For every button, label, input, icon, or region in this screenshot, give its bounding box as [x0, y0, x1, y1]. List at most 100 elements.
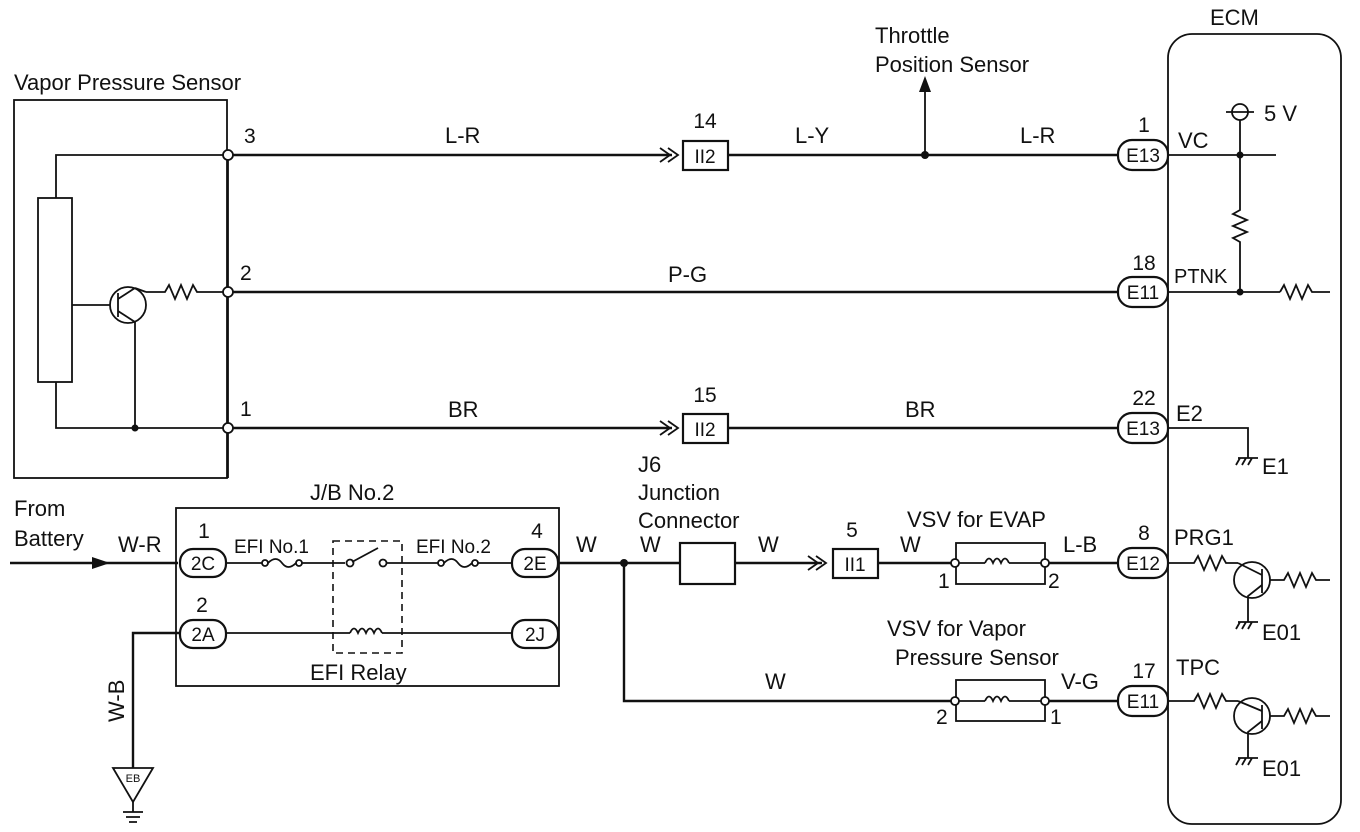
vsv-evap-label: VSV for EVAP [907, 507, 1046, 532]
voltage-label: 5 V [1264, 101, 1297, 126]
wire-color-label: W [640, 532, 661, 557]
wire-color-label: BR [448, 397, 479, 422]
connector-label: II1 [844, 555, 865, 576]
terminal-label: E2 [1176, 401, 1203, 426]
relay-label: EFI Relay [310, 660, 407, 685]
vsv-feed: W W J6 Junction Connector W II1 5 W VSV … [558, 452, 1118, 729]
wire-color-label: W [900, 532, 921, 557]
resistor-icon [146, 282, 228, 302]
connector-arrow-icon [659, 420, 680, 436]
wire-color-label: L-Y [795, 123, 830, 148]
pin-label: 2 [240, 262, 252, 285]
wire-color-label: W-B [104, 680, 129, 722]
fuse-label: EFI No.2 [416, 537, 491, 558]
j6-label: J6 [638, 452, 661, 477]
terminal-1 [222, 422, 234, 434]
connector-label: E13 [1126, 146, 1160, 167]
pin-label: 1 [1138, 114, 1150, 137]
wire-color-label: L-R [445, 123, 480, 148]
jb-box [175, 507, 560, 687]
pin-label: 4 [531, 520, 543, 543]
terminal-label: E01 [1262, 620, 1301, 645]
connector-label: 2J [525, 625, 545, 646]
ground-label: EB [126, 773, 141, 785]
relay-outline [332, 540, 403, 654]
connector-label: E11 [1127, 692, 1159, 713]
pin-label: 22 [1132, 387, 1155, 410]
ground-icon [1235, 621, 1258, 630]
wire-color-label: W-R [118, 532, 162, 557]
coil-icon [349, 627, 383, 636]
wire-color-label: W [758, 532, 779, 557]
connector-arrow-icon [659, 147, 680, 163]
transistor-icon [109, 286, 147, 428]
resistor-icon [1270, 706, 1330, 726]
resistor-icon [1168, 691, 1238, 711]
resistor-icon [1168, 553, 1238, 573]
wire-ptnk: P-G [233, 262, 1118, 294]
pin-label: 1 [1050, 706, 1062, 729]
pin-label: 17 [1132, 660, 1155, 683]
connector-arrow-icon [807, 555, 828, 571]
junction-dot [131, 424, 139, 432]
j6-junction-connector [678, 541, 737, 586]
connector-ii2-14 [681, 139, 730, 172]
fuse-icon [267, 558, 297, 568]
connector-label: 2C [191, 554, 215, 575]
ecm-title: ECM [1210, 5, 1259, 30]
connector-label: II2 [694, 420, 715, 441]
pin-label: 14 [693, 110, 717, 133]
fuse-label: EFI No.1 [234, 537, 309, 558]
terminal-label: VC [1178, 128, 1209, 153]
jb-title: J/B No.2 [310, 480, 394, 505]
vsv-vapor-label: Pressure Sensor [895, 645, 1059, 670]
from-battery-label: From [14, 496, 65, 521]
junction-dot [1236, 288, 1244, 296]
vapor-pressure-sensor: Vapor Pressure Sensor 3 2 1 [13, 70, 256, 479]
terminal-3 [222, 149, 234, 161]
pin-label: 8 [1138, 522, 1150, 545]
pressure-element-icon [37, 197, 73, 383]
vsv-vapor-label: VSV for Vapor [887, 616, 1026, 641]
wire-color-label: L-R [1020, 123, 1055, 148]
pin-label: 18 [1132, 252, 1155, 275]
pin-label: 2 [1048, 570, 1060, 593]
pin-label: 5 [846, 519, 858, 542]
ground-icon [1235, 457, 1258, 466]
pin-label: 3 [244, 125, 256, 148]
ecm: ECM 1 E13 18 E11 22 E13 8 E12 17 E11 VC … [1116, 5, 1342, 825]
throttle-sensor-label: Throttle [875, 23, 950, 48]
terminal-label: TPC [1176, 655, 1220, 680]
pin-label: 2 [936, 706, 948, 729]
coil-icon [984, 695, 1010, 704]
connector-label: 2A [191, 625, 215, 646]
relay-switch-icon [351, 547, 379, 563]
ground-icon [123, 802, 143, 823]
resistor-icon [1230, 155, 1250, 292]
connector-2j [510, 618, 560, 650]
pin-label: 1 [938, 570, 950, 593]
terminal-label: E01 [1262, 756, 1301, 781]
resistor-icon [1270, 570, 1330, 590]
connector-label: E12 [1126, 554, 1160, 575]
wire-color-label: BR [905, 397, 936, 422]
fuse-icon [443, 558, 473, 568]
pin-label: 15 [693, 384, 716, 407]
connector-label: 2E [523, 554, 546, 575]
ground-eb-icon [111, 767, 155, 804]
pin-label: 1 [240, 398, 252, 421]
connector-label: E13 [1126, 419, 1160, 440]
terminal-label: PTNK [1174, 266, 1228, 288]
terminal-label: PRG1 [1174, 525, 1234, 550]
wire-color-label: V-G [1061, 669, 1099, 694]
ground-icon [1235, 757, 1258, 766]
wire-color-label: W [765, 669, 786, 694]
wire-color-label: W [576, 532, 597, 557]
vapor-sensor-title: Vapor Pressure Sensor [14, 70, 241, 95]
resistor-icon [1279, 282, 1330, 302]
j6-label: Junction [638, 480, 720, 505]
sensor-internal-wire-top [55, 154, 228, 198]
terminal-2 [222, 286, 234, 298]
junction-block-2: From Battery W-R J/B No.2 1 2C 2 2A 4 2E… [10, 480, 560, 823]
